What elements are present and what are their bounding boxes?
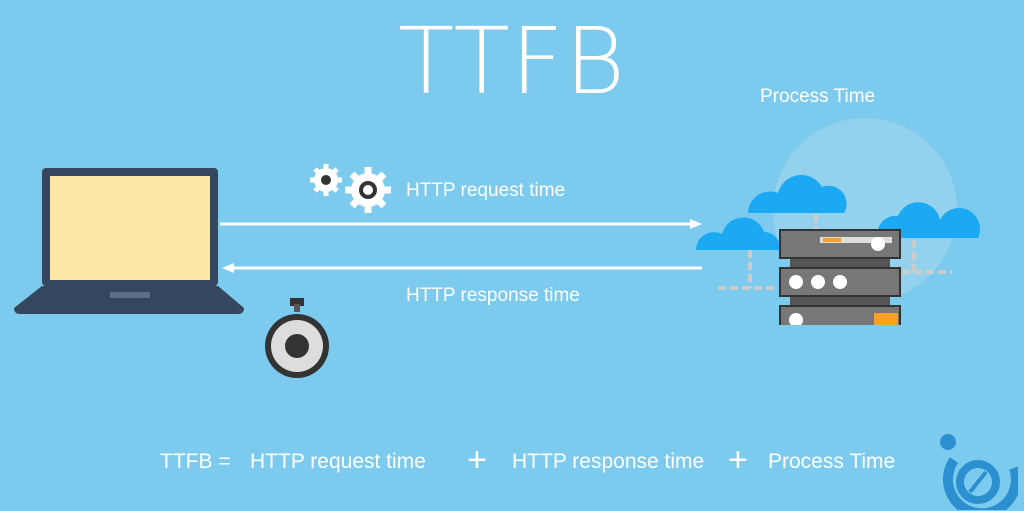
- formula-plus: +: [467, 441, 487, 479]
- gears-icon: [310, 164, 391, 213]
- process-time-label: Process Time: [760, 86, 876, 107]
- formula-term-process: Process Time: [768, 450, 896, 473]
- formula-plus: +: [728, 441, 748, 479]
- stopwatch-icon: [265, 298, 329, 378]
- formula-lhs: TTFB =: [160, 450, 231, 473]
- laptop-icon: [14, 168, 244, 314]
- brand-logo-icon: [940, 434, 1018, 510]
- title: TTFB: [398, 8, 626, 115]
- server-cloud-icon: [696, 118, 981, 325]
- formula-term-request: HTTP request time: [250, 450, 426, 473]
- formula-term-response: HTTP response time: [512, 450, 705, 473]
- arrows: [220, 219, 702, 273]
- request-label: HTTP request time: [406, 180, 566, 201]
- response-label: HTTP response time: [406, 285, 580, 306]
